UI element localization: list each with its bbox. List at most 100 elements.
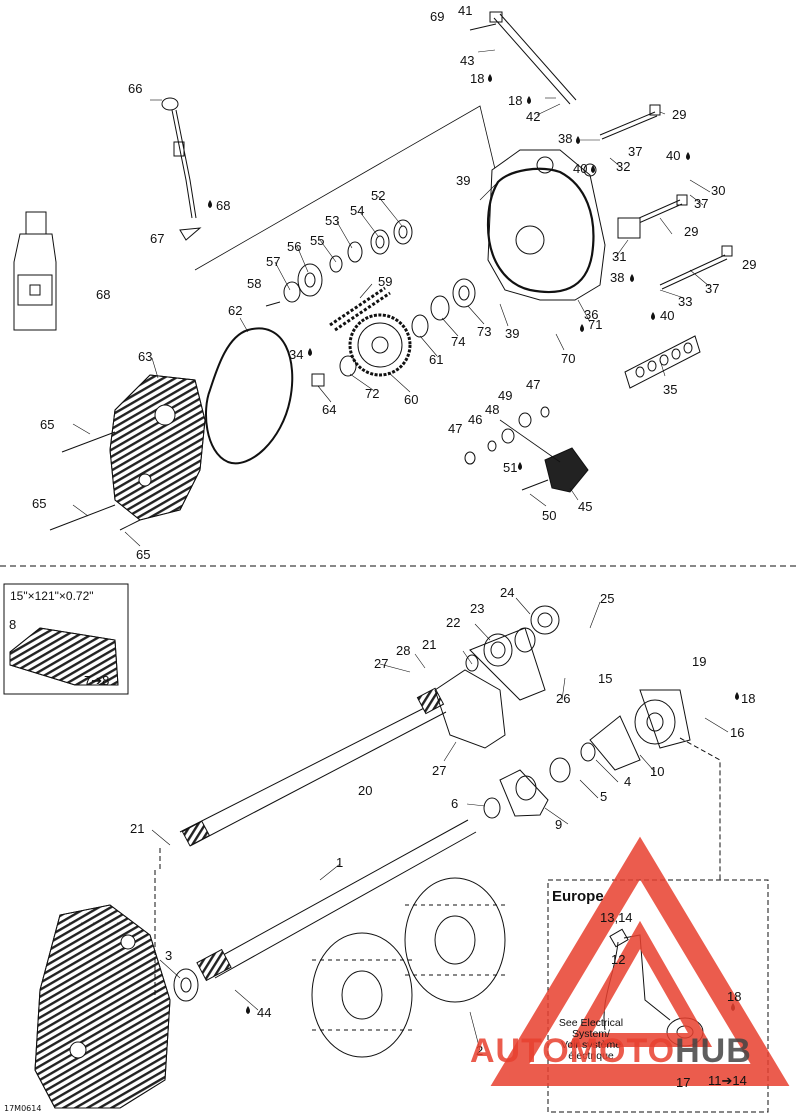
label-38: 38 — [610, 270, 625, 285]
drive-sprockets — [311, 877, 506, 1058]
label-61: 61 — [429, 352, 444, 367]
label-68: 68 — [216, 198, 231, 213]
label-56: 56 — [287, 239, 302, 254]
label-24: 24 — [500, 585, 515, 600]
label-12: 12 — [611, 952, 626, 967]
label-18: 18 — [470, 71, 485, 86]
label-57: 57 — [266, 254, 281, 269]
label-11-to-14: 11➔14 — [708, 1073, 747, 1088]
label-37: 37 — [628, 144, 643, 159]
label-63: 63 — [138, 349, 153, 364]
label-53: 53 — [325, 213, 340, 228]
label-74: 74 — [451, 334, 466, 349]
label-60: 60 — [404, 392, 419, 407]
label-54: 54 — [350, 203, 365, 218]
label-58: 58 — [247, 276, 262, 291]
label-18: 18 — [508, 93, 523, 108]
gearbox-cover-63 — [109, 374, 206, 521]
europe-title: Europe — [552, 888, 604, 905]
label-45: 45 — [578, 499, 593, 514]
label-29: 29 — [672, 107, 687, 122]
dipstick — [161, 97, 202, 241]
label-15: 15 — [598, 671, 613, 686]
label-46: 46 — [468, 412, 483, 427]
label-39: 39 — [456, 173, 471, 188]
label-69: 69 — [430, 9, 445, 24]
tensioner-45 — [464, 406, 589, 493]
label-9: 9 — [555, 817, 563, 832]
label-35: 35 — [663, 382, 678, 397]
label-27: 27 — [374, 656, 389, 671]
lower-gearbox-housing — [34, 904, 171, 1109]
label-36: 36 — [584, 307, 599, 322]
label-25: 25 — [600, 591, 615, 606]
label-16: 16 — [730, 725, 745, 740]
label-18: 18 — [741, 691, 756, 706]
label-30: 30 — [711, 183, 726, 198]
label-3: 3 — [165, 948, 173, 963]
label-5: 5 — [600, 789, 608, 804]
label-43: 43 — [460, 53, 475, 68]
label-33: 33 — [678, 294, 693, 309]
label-6: 6 — [451, 796, 459, 811]
label-39: 39 — [505, 326, 520, 341]
figure-reference: 17M0614 — [4, 1104, 42, 1113]
track-dimensions: 15"×121"×0.72" — [10, 589, 94, 603]
shaft-41 — [469, 11, 577, 105]
label-37: 37 — [694, 196, 709, 211]
upper-housing — [486, 149, 606, 301]
label-8: 8 — [9, 617, 17, 632]
label-13-14: 13,14 — [600, 910, 633, 925]
label-19: 19 — [692, 654, 707, 669]
label-67: 67 — [150, 231, 165, 246]
label-28: 28 — [396, 643, 411, 658]
bolts-29 — [599, 104, 733, 290]
label-40: 40 — [660, 308, 675, 323]
label-4: 4 — [624, 774, 632, 789]
label-29: 29 — [684, 224, 699, 239]
label-47: 47 — [448, 421, 463, 436]
label-27: 27 — [432, 763, 447, 778]
label-55: 55 — [310, 233, 325, 248]
label-42: 42 — [526, 109, 541, 124]
label-50: 50 — [542, 508, 557, 523]
label-10: 10 — [650, 764, 665, 779]
bearing-housing — [434, 605, 560, 749]
label-65: 65 — [136, 547, 151, 562]
label-34: 34 — [289, 347, 304, 362]
label-66: 66 — [128, 81, 143, 96]
label-29: 29 — [742, 257, 757, 272]
label-26: 26 — [556, 691, 571, 706]
label-37: 37 — [705, 281, 720, 296]
label-49: 49 — [498, 388, 513, 403]
bearing-plate-9 — [499, 689, 691, 817]
label-64: 64 — [322, 402, 337, 417]
label-2: 2 — [476, 1043, 484, 1058]
label-65: 65 — [32, 496, 47, 511]
label-40: 40 — [666, 148, 681, 163]
sprocket-60 — [348, 313, 412, 377]
label-31: 31 — [612, 249, 627, 264]
label-22: 22 — [446, 615, 461, 630]
upper-gear-stack — [265, 219, 413, 307]
label-73: 73 — [477, 324, 492, 339]
label-18: 18 — [727, 989, 742, 1004]
label-44: 44 — [257, 1005, 272, 1020]
label-71: 71 — [588, 317, 603, 332]
label-21: 21 — [422, 637, 437, 652]
label-59: 59 — [378, 274, 393, 289]
label-1: 1 — [336, 855, 344, 870]
drive-axle-1 — [173, 819, 477, 1002]
label-48: 48 — [485, 402, 500, 417]
electrical-system-note: See Electrical System/ Voir système élec… — [558, 1017, 624, 1062]
label-20: 20 — [358, 783, 373, 798]
label-70: 70 — [561, 351, 576, 366]
label-65: 65 — [40, 417, 55, 432]
label-32: 32 — [616, 159, 631, 174]
label-23: 23 — [470, 601, 485, 616]
drive-shaft-20 — [179, 687, 447, 847]
label-21: 21 — [130, 821, 145, 836]
label-40: 40 — [573, 161, 588, 176]
label-51: 51 — [503, 460, 518, 475]
